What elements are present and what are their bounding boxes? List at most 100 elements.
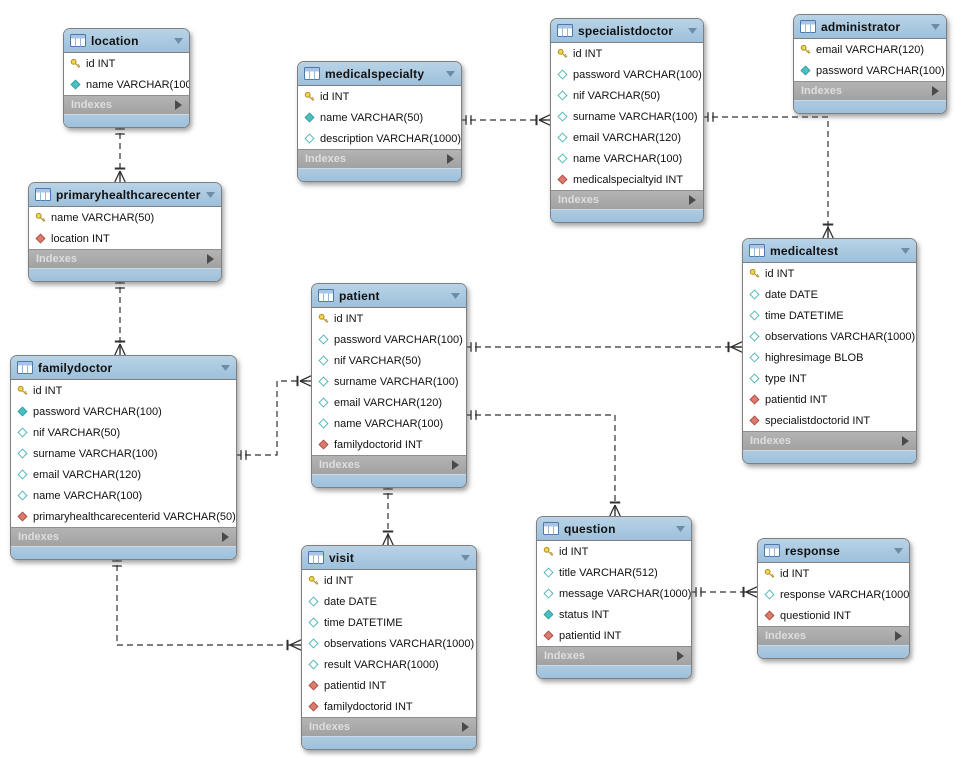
chevron-down-icon[interactable] bbox=[461, 554, 470, 561]
column-row[interactable]: status INT bbox=[537, 604, 691, 625]
column-row[interactable]: surname VARCHAR(100) bbox=[551, 106, 703, 127]
indexes-bar[interactable]: Indexes bbox=[64, 95, 189, 114]
column-row[interactable]: name VARCHAR(100) bbox=[64, 74, 189, 95]
indexes-bar[interactable]: Indexes bbox=[537, 646, 691, 665]
column-row[interactable]: patientid INT bbox=[743, 389, 916, 410]
indexes-bar[interactable]: Indexes bbox=[29, 249, 221, 268]
table-header[interactable]: medicaltest bbox=[743, 239, 916, 263]
chevron-down-icon[interactable] bbox=[931, 23, 940, 30]
column-row[interactable]: id INT bbox=[758, 563, 909, 584]
column-row[interactable]: type INT bbox=[743, 368, 916, 389]
column-row[interactable]: title VARCHAR(512) bbox=[537, 562, 691, 583]
column-row[interactable]: observations VARCHAR(1000) bbox=[302, 633, 476, 654]
chevron-down-icon[interactable] bbox=[206, 191, 215, 198]
table-header[interactable]: administrator bbox=[794, 15, 946, 39]
column-row[interactable]: highresimage BLOB bbox=[743, 347, 916, 368]
indexes-bar[interactable]: Indexes bbox=[302, 717, 476, 736]
table-header[interactable]: question bbox=[537, 517, 691, 541]
column-row[interactable]: id INT bbox=[11, 380, 236, 401]
column-row[interactable]: familydoctorid INT bbox=[312, 434, 466, 455]
column-row[interactable]: nif VARCHAR(50) bbox=[312, 350, 466, 371]
column-row[interactable]: familydoctorid INT bbox=[302, 696, 476, 717]
column-row[interactable]: medicalspecialtyid INT bbox=[551, 169, 703, 190]
column-row[interactable]: time DATETIME bbox=[743, 305, 916, 326]
table-header[interactable]: visit bbox=[302, 546, 476, 570]
indexes-bar[interactable]: Indexes bbox=[743, 431, 916, 450]
column-row[interactable]: name VARCHAR(50) bbox=[29, 207, 221, 228]
column-row[interactable]: location INT bbox=[29, 228, 221, 249]
column-row[interactable]: observations VARCHAR(1000) bbox=[743, 326, 916, 347]
column-row[interactable]: name VARCHAR(100) bbox=[312, 413, 466, 434]
column-row[interactable]: nif VARCHAR(50) bbox=[11, 422, 236, 443]
indexes-bar[interactable]: Indexes bbox=[11, 527, 236, 546]
column-row[interactable]: name VARCHAR(100) bbox=[551, 148, 703, 169]
table-header[interactable]: location bbox=[64, 29, 189, 53]
column-row[interactable]: message VARCHAR(1000) bbox=[537, 583, 691, 604]
column-row[interactable]: surname VARCHAR(100) bbox=[312, 371, 466, 392]
column-row[interactable]: result VARCHAR(1000) bbox=[302, 654, 476, 675]
table-header[interactable]: specialistdoctor bbox=[551, 19, 703, 43]
column-row[interactable]: description VARCHAR(1000) bbox=[298, 128, 461, 149]
chevron-down-icon[interactable] bbox=[676, 525, 685, 532]
column-row[interactable]: id INT bbox=[537, 541, 691, 562]
chevron-down-icon[interactable] bbox=[221, 364, 230, 371]
table-header[interactable]: patient bbox=[312, 284, 466, 308]
indexes-bar[interactable]: Indexes bbox=[551, 190, 703, 209]
column-row[interactable]: time DATETIME bbox=[302, 612, 476, 633]
column-row[interactable]: id INT bbox=[551, 43, 703, 64]
column-row[interactable]: surname VARCHAR(100) bbox=[11, 443, 236, 464]
indexes-bar[interactable]: Indexes bbox=[312, 455, 466, 474]
column-row[interactable]: response VARCHAR(1000) bbox=[758, 584, 909, 605]
table-header[interactable]: response bbox=[758, 539, 909, 563]
column-row[interactable]: email VARCHAR(120) bbox=[794, 39, 946, 60]
column-row[interactable]: questionid INT bbox=[758, 605, 909, 626]
column-row[interactable]: email VARCHAR(120) bbox=[11, 464, 236, 485]
chevron-down-icon[interactable] bbox=[894, 547, 903, 554]
chevron-down-icon[interactable] bbox=[901, 247, 910, 254]
chevron-down-icon[interactable] bbox=[446, 70, 455, 77]
column-row[interactable]: password VARCHAR(100) bbox=[794, 60, 946, 81]
column-row[interactable]: id INT bbox=[743, 263, 916, 284]
column-row[interactable]: name VARCHAR(100) bbox=[11, 485, 236, 506]
nullable-column-icon bbox=[557, 90, 568, 101]
column-row[interactable]: primaryhealthcarecenterid VARCHAR(50) bbox=[11, 506, 236, 527]
nullable-column-icon bbox=[764, 589, 775, 600]
indexes-bar[interactable]: Indexes bbox=[794, 81, 946, 100]
column-row[interactable]: password VARCHAR(100) bbox=[11, 401, 236, 422]
column-row[interactable]: id INT bbox=[312, 308, 466, 329]
table-header[interactable]: medicalspecialty bbox=[298, 62, 461, 86]
table-header[interactable]: primaryhealthcarecenter bbox=[29, 183, 221, 207]
column-row[interactable]: specialistdoctorid INT bbox=[743, 410, 916, 431]
column-row[interactable]: patientid INT bbox=[302, 675, 476, 696]
column-row[interactable]: email VARCHAR(120) bbox=[312, 392, 466, 413]
column-row[interactable]: password VARCHAR(100) bbox=[312, 329, 466, 350]
column-row[interactable]: date DATE bbox=[302, 591, 476, 612]
column-row[interactable]: id INT bbox=[298, 86, 461, 107]
indexes-label: Indexes bbox=[544, 650, 585, 662]
column-row[interactable]: email VARCHAR(120) bbox=[551, 127, 703, 148]
column-row[interactable]: date DATE bbox=[743, 284, 916, 305]
column-row[interactable]: id INT bbox=[64, 53, 189, 74]
column-row[interactable]: id INT bbox=[302, 570, 476, 591]
chevron-down-icon[interactable] bbox=[688, 27, 697, 34]
column-row[interactable]: patientid INT bbox=[537, 625, 691, 646]
indexes-bar[interactable]: Indexes bbox=[758, 626, 909, 645]
chevron-down-icon[interactable] bbox=[451, 292, 460, 299]
table-header[interactable]: familydoctor bbox=[11, 356, 236, 380]
column-row[interactable]: name VARCHAR(50) bbox=[298, 107, 461, 128]
chevron-down-icon[interactable] bbox=[174, 37, 183, 44]
column-row[interactable]: password VARCHAR(100) bbox=[551, 64, 703, 85]
column-row[interactable]: nif VARCHAR(50) bbox=[551, 85, 703, 106]
indexes-bar[interactable]: Indexes bbox=[298, 149, 461, 168]
